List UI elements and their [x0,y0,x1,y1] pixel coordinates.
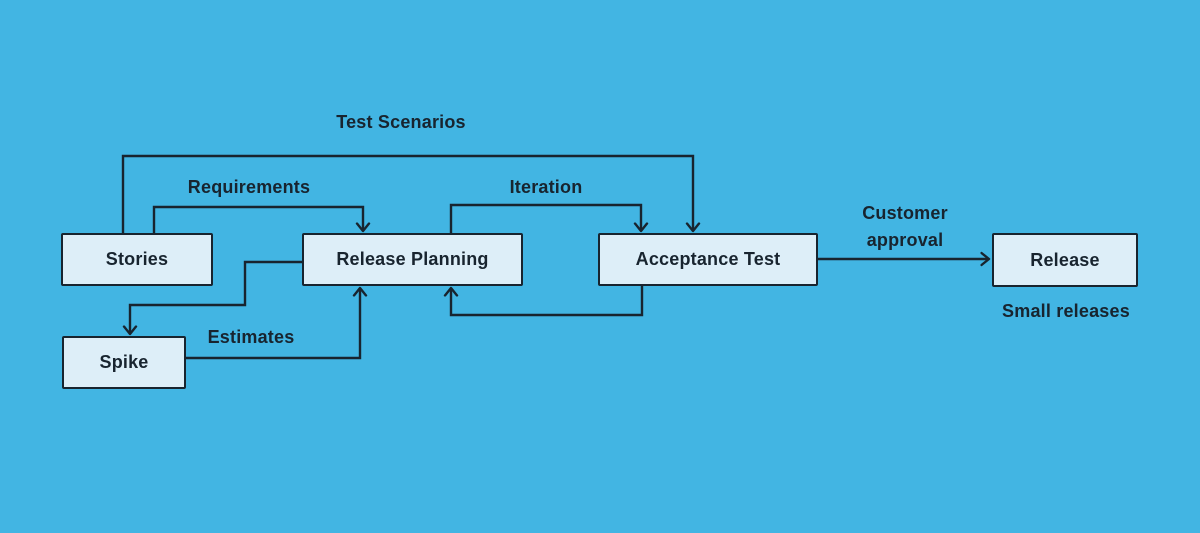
node-release: Release [992,233,1138,287]
node-acceptance-test-label: Acceptance Test [635,249,781,269]
edge-acceptance-test-to-release-planning [451,286,644,317]
node-stories: Stories [61,233,213,286]
label-requirements: Requirements [187,177,311,197]
label-customer-approval: Customer approval [862,203,948,250]
node-spike: Spike [62,336,186,389]
edge-stories-to-acceptance-test [121,154,693,233]
node-spike-label: Spike [99,352,149,372]
node-release-planning: Release Planning [302,233,523,286]
label-test-scenarios: Test Scenarios [336,112,466,132]
node-release-planning-label: Release Planning [336,249,489,269]
node-acceptance-test: Acceptance Test [598,233,818,286]
edge-release-planning-to-spike [130,260,302,334]
node-release-label: Release [1030,249,1100,270]
edge-release-planning-to-acceptance-test [449,203,641,233]
label-small-releases: Small releases [1002,301,1130,321]
node-stories-label: Stories [105,249,169,269]
label-estimates: Estimates [207,327,295,347]
edge-spike-to-release-planning [186,288,360,360]
edge-stories-to-release-planning [152,205,363,233]
label-iteration: Iteration [509,177,583,197]
